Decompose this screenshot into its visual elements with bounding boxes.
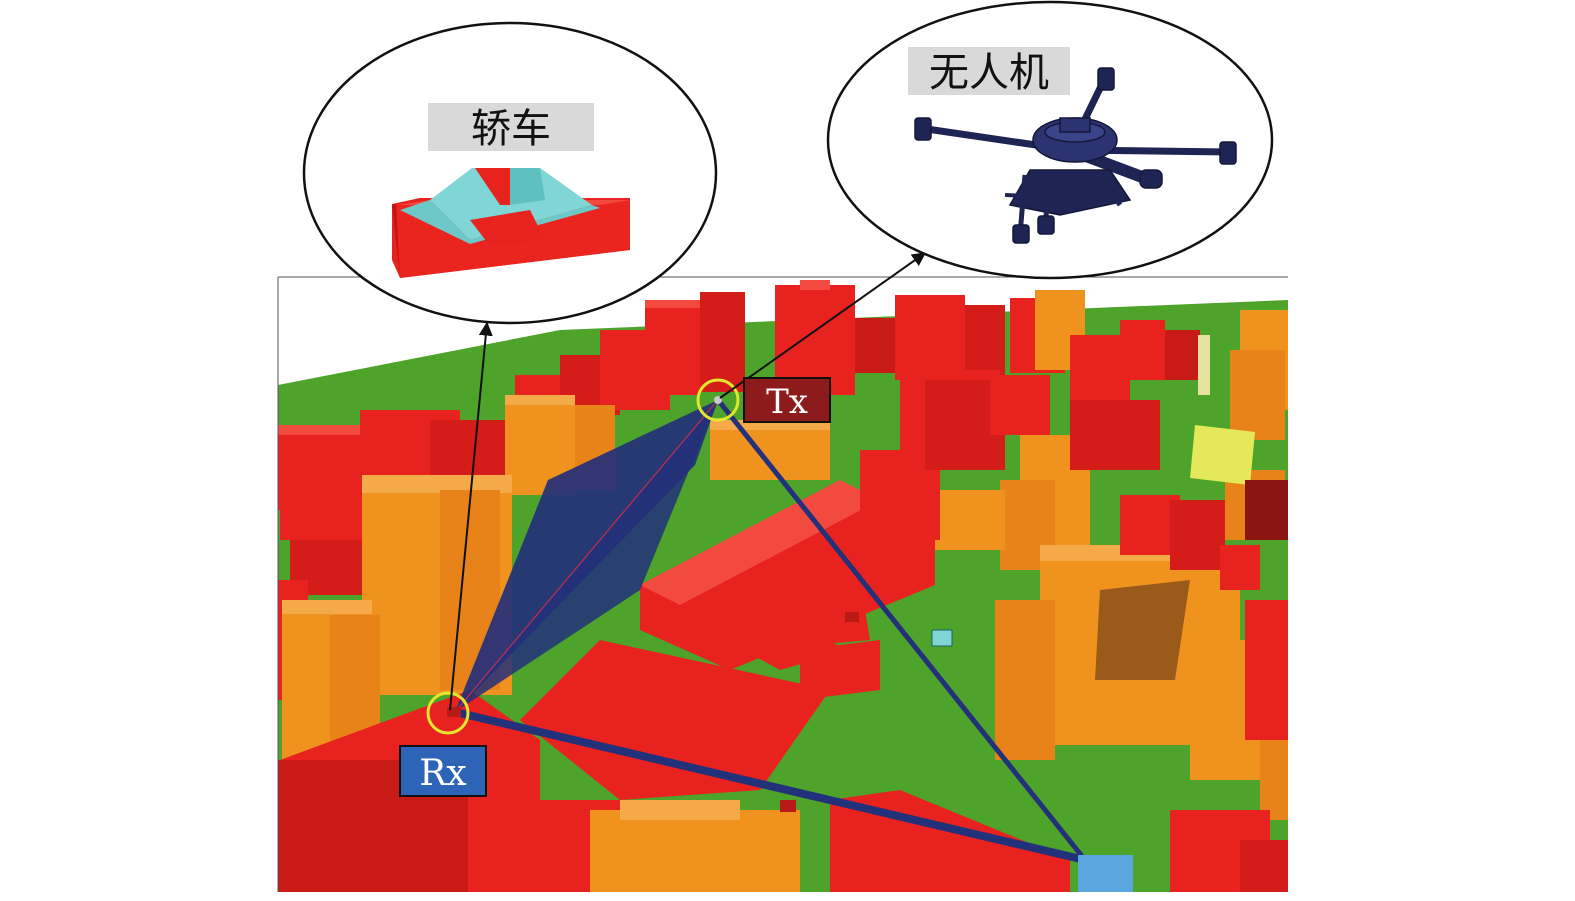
- rx-tag: Rx: [399, 745, 487, 797]
- city-model: [278, 277, 1288, 892]
- drone-label-background: [908, 47, 1070, 95]
- scene-car-marker: [845, 612, 859, 622]
- scene-car-marker: [780, 800, 796, 812]
- drone-callout: 无人机: [826, 0, 1274, 280]
- car-callout-arrow: [449, 321, 493, 711]
- drone-model: [914, 67, 1237, 244]
- car-model: [392, 168, 630, 278]
- buildings-center: [640, 335, 1288, 740]
- rx-point: [447, 707, 461, 717]
- drone-label: 无人机: [929, 50, 1049, 96]
- rx-label: Rx: [419, 753, 466, 794]
- tx-label: Tx: [766, 382, 808, 422]
- tx-tag: Tx: [743, 377, 831, 423]
- scene-car-marker: [931, 629, 953, 647]
- tx-marker: [696, 378, 740, 422]
- ray-paths: [454, 398, 1133, 892]
- car-label: 轿车: [471, 106, 551, 152]
- car-label-background: [428, 103, 594, 151]
- rx-marker: [426, 691, 470, 735]
- drone-callout-arrow: [719, 252, 927, 399]
- building-yellow: [1190, 425, 1255, 485]
- car-callout: 轿车: [302, 21, 718, 325]
